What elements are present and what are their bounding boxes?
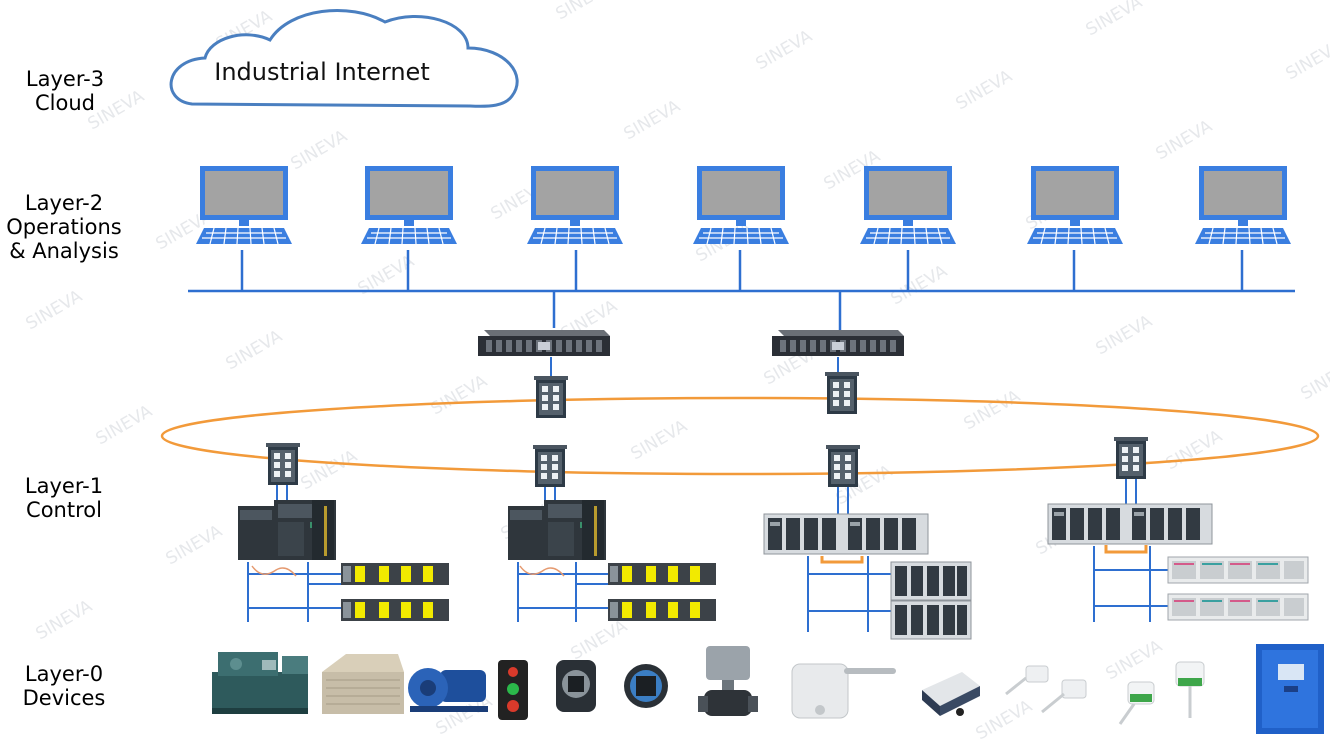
- control-cabinet-3: [763, 513, 972, 640]
- plc-controller-icon[interactable]: [763, 513, 929, 555]
- industrial-switch-icon[interactable]: [1114, 437, 1148, 479]
- desktop-computer-icon[interactable]: [1194, 165, 1292, 245]
- camera-sensor-icon[interactable]: [556, 660, 596, 712]
- layer-2-name-line1: Operations: [6, 215, 122, 239]
- watermark: SINEVA: [288, 126, 352, 174]
- watermark: SINEVA: [553, 0, 617, 24]
- watermark: SINEVA: [163, 521, 227, 569]
- layer-2-label: Layer-2 Operations & Analysis: [0, 191, 128, 263]
- watermark: SINEVA: [23, 286, 87, 334]
- plc-controller-icon[interactable]: [508, 500, 606, 560]
- layer-3-title: Layer-3: [25, 67, 105, 91]
- cloud-label: Industrial Internet: [214, 58, 429, 86]
- watermark: SINEVA: [568, 616, 632, 664]
- humidity-sensor-icon[interactable]: [1005, 665, 1087, 714]
- watermark: SINEVA: [1298, 356, 1330, 404]
- watermark: SINEVA: [298, 446, 362, 494]
- watermark: SINEVA: [1153, 116, 1217, 164]
- industrial-switch-icon[interactable]: [826, 445, 860, 487]
- push-button-station-icon[interactable]: [498, 660, 528, 720]
- io-module-icon: [341, 563, 449, 585]
- watermark: SINEVA: [428, 371, 492, 419]
- watermark: SINEVA: [1163, 426, 1227, 474]
- room-sensor-icon[interactable]: [1118, 661, 1205, 725]
- watermark: SINEVA: [1103, 636, 1167, 684]
- control-cabinet-4: [1047, 503, 1309, 622]
- controller-links: [276, 478, 1137, 514]
- plc-controller-icon[interactable]: [1047, 503, 1213, 545]
- watermark: SINEVA: [85, 86, 149, 134]
- gateway-box-icon[interactable]: [922, 672, 980, 716]
- layer-0-label: Layer-0 Devices: [8, 662, 120, 710]
- desktop-computer-icon[interactable]: [692, 165, 790, 245]
- desktop-computer-icon[interactable]: [1026, 165, 1124, 245]
- industrial-switch-icon[interactable]: [266, 443, 300, 485]
- watermark: SINEVA: [223, 326, 287, 374]
- watermark: SINEVA: [973, 696, 1037, 743]
- watermark: SINEVA: [1093, 311, 1157, 359]
- industrial-switch-icon[interactable]: [533, 445, 567, 487]
- watermark: SINEVA: [953, 66, 1017, 114]
- watermark: SINEVA: [888, 261, 952, 309]
- chiller-icon[interactable]: [212, 652, 308, 714]
- layer-2-name-line2: & Analysis: [9, 239, 119, 263]
- rack-server-icon[interactable]: [478, 330, 610, 356]
- watermark: SINEVA: [621, 96, 685, 144]
- desktop-computer-icon[interactable]: [195, 165, 293, 245]
- rack-server-icon[interactable]: [772, 330, 904, 356]
- watermark: SINEVA: [1083, 0, 1147, 40]
- io-module-icon: [341, 599, 449, 621]
- io-module-icon: [890, 561, 972, 601]
- io-module-icon: [890, 600, 972, 640]
- desktop-computer-icon[interactable]: [859, 165, 957, 245]
- ring-network: [160, 396, 1320, 476]
- cloud-icon: Industrial Internet: [169, 9, 519, 108]
- valve-actuator-icon[interactable]: [698, 646, 758, 716]
- watermark: SINEVA: [628, 416, 692, 464]
- io-module-icon: [1167, 556, 1309, 584]
- devices-row: [212, 644, 1324, 734]
- industrial-switch-icon[interactable]: [825, 372, 859, 414]
- watermark-layer: SINEVA SINEVA SINEVA SINEVA SINEVA SINEV…: [23, 0, 1330, 743]
- control-cabinet-1: [238, 500, 449, 622]
- layer-1-title: Layer-1: [24, 474, 104, 498]
- layer-0-title: Layer-0: [24, 662, 104, 686]
- layer-0-name: Devices: [22, 686, 106, 710]
- layer-1-name: Control: [26, 498, 102, 522]
- io-module-icon: [608, 563, 716, 585]
- desktop-computer-icon[interactable]: [360, 165, 458, 245]
- transmitter-icon[interactable]: [624, 664, 668, 708]
- layer-2-title: Layer-2: [24, 191, 104, 215]
- layer-1-label: Layer-1 Control: [8, 474, 120, 522]
- pump-icon[interactable]: [408, 668, 488, 712]
- control-cabinet-2: [508, 500, 716, 622]
- display-controller-icon[interactable]: [1256, 644, 1324, 734]
- industrial-switch-icon[interactable]: [534, 376, 568, 418]
- plc-controller-icon[interactable]: [238, 500, 336, 560]
- operations-network-bus: [188, 250, 1295, 330]
- watermark: SINEVA: [753, 26, 817, 74]
- io-module-icon: [608, 599, 716, 621]
- watermark: SINEVA: [33, 596, 97, 644]
- io-module-icon: [1167, 593, 1309, 621]
- duct-sensor-icon[interactable]: [791, 663, 896, 719]
- watermark: SINEVA: [1283, 36, 1330, 84]
- layer-3-label: Layer-3 Cloud: [10, 67, 120, 115]
- desktop-computer-icon[interactable]: [526, 165, 624, 245]
- watermark: SINEVA: [961, 386, 1025, 434]
- layer-3-name: Cloud: [35, 91, 95, 115]
- cooling-tower-icon[interactable]: [322, 654, 404, 714]
- watermark: SINEVA: [93, 401, 157, 449]
